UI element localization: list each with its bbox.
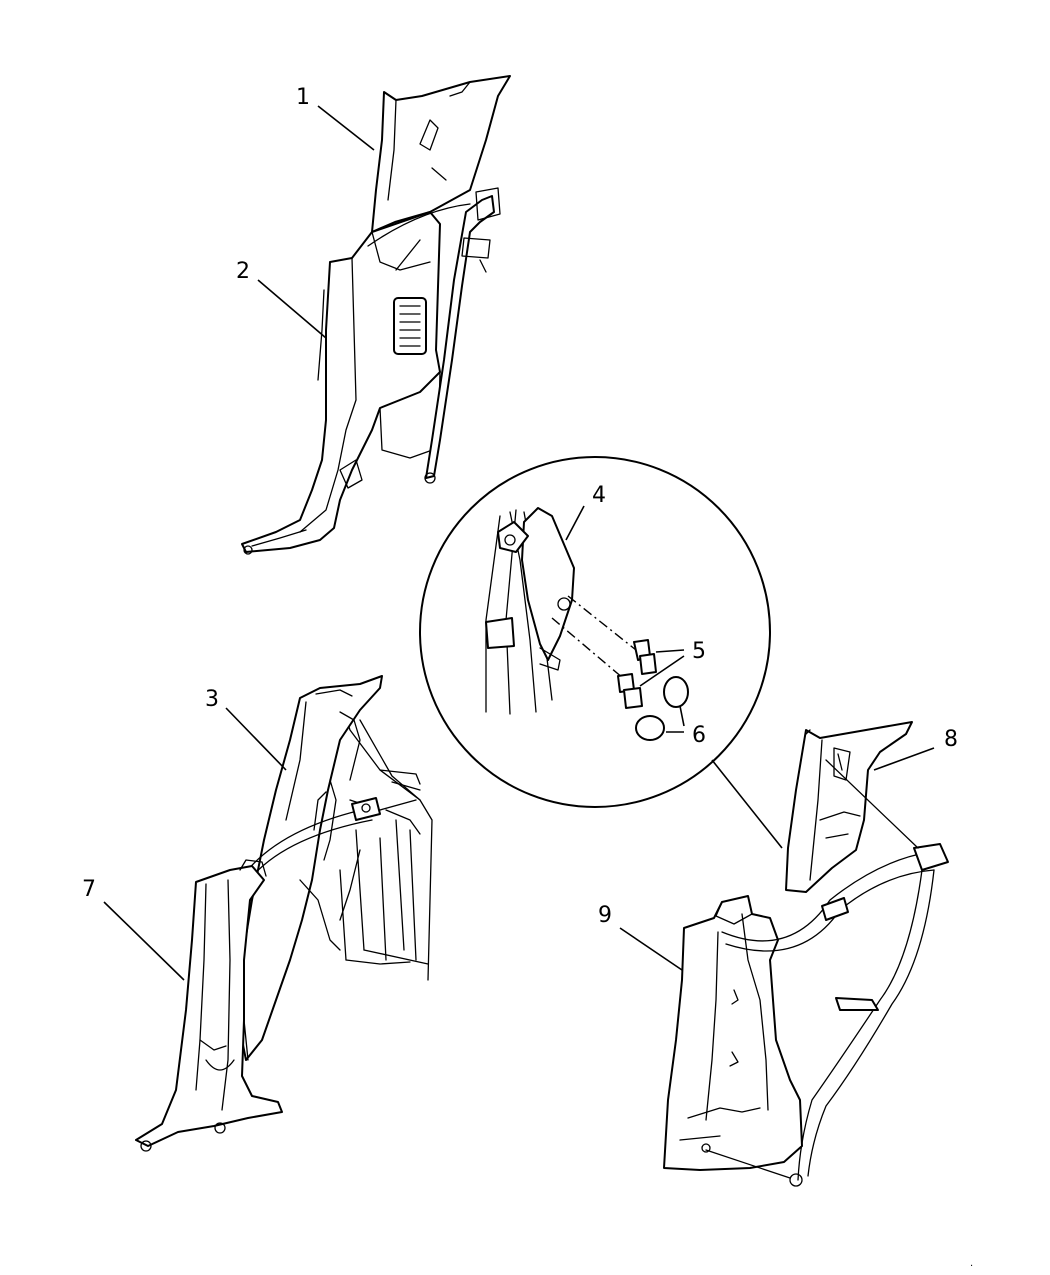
- leader-lines: [103, 105, 935, 981]
- b-pillar-lower-trim-left: [135, 865, 283, 1147]
- callout-1: 1: [296, 85, 310, 110]
- b-pillar-upper-trim-right: [785, 721, 913, 893]
- callout-2: 2: [236, 259, 250, 284]
- callout-4: 4: [592, 483, 606, 508]
- right-belt-guide: [913, 843, 949, 871]
- bolt-upper: [633, 639, 657, 675]
- detail-circle: [419, 456, 771, 808]
- lower-pillar-trim: [241, 211, 441, 553]
- ring-upper: [663, 676, 689, 708]
- callout-5: 5: [692, 639, 706, 664]
- corner-mark: .: [970, 1258, 973, 1269]
- top-pillar-assembly: [241, 75, 511, 555]
- right-pillar-assembly: [663, 721, 949, 1187]
- bolt-lower: [617, 673, 643, 709]
- callout-7: 7: [82, 877, 96, 902]
- callout-9: 9: [598, 903, 612, 928]
- upper-pillar-trim: [371, 75, 511, 233]
- detail-view: [419, 456, 771, 808]
- detail-d-ring-bracket: [521, 507, 575, 661]
- callout-8: 8: [944, 727, 958, 752]
- speaker-grille: [393, 297, 427, 355]
- b-pillar-lower-trim-right: [663, 895, 803, 1171]
- ring-lower: [635, 715, 665, 741]
- callout-3: 3: [205, 687, 219, 712]
- seat-belt-strap: [425, 195, 495, 479]
- callout-labels: 1 2 3 4 5 6 7 8 9 .: [82, 85, 973, 1269]
- detail-connector-line: [711, 759, 783, 849]
- callout-6: 6: [692, 723, 706, 748]
- left-pillar-assembly: [135, 675, 433, 1152]
